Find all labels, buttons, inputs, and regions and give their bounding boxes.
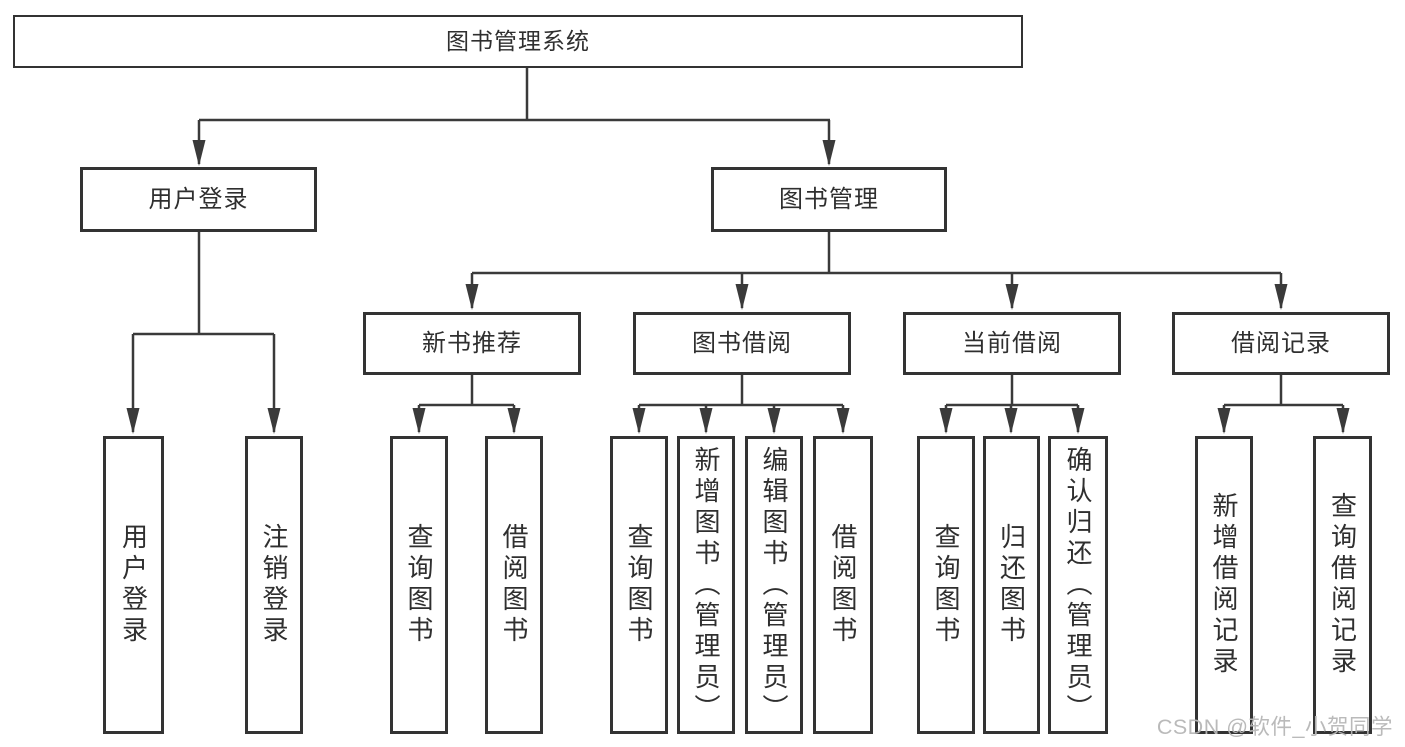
leaf-current-query-books: 查询图书: [917, 436, 975, 734]
leaf-confirm-return-admin: 确认归还（管理员）: [1048, 436, 1108, 734]
leaf-add-borrow-record: 新增借阅记录: [1195, 436, 1253, 734]
node-library-management-system: 图书管理系统: [13, 15, 1023, 68]
leaf-query-borrow-record: 查询借阅记录: [1313, 436, 1372, 734]
node-label: 图书管理: [779, 185, 879, 213]
node-new-book-recommendation: 新书推荐: [363, 312, 581, 375]
leaf-label: 新增借阅记录: [1209, 492, 1239, 678]
leaf-label: 借阅图书: [828, 523, 858, 647]
leaf-label: 查询图书: [931, 523, 961, 647]
leaf-return-books: 归还图书: [983, 436, 1040, 734]
leaf-recommend-borrow-books: 借阅图书: [485, 436, 543, 734]
node-user-login: 用户登录: [80, 167, 317, 232]
leaf-borrowing-query-books: 查询图书: [610, 436, 668, 734]
leaf-label: 用户登录: [118, 523, 149, 647]
leaf-label: 确认归还（管理员）: [1063, 445, 1093, 725]
node-label: 借阅记录: [1231, 329, 1331, 357]
leaf-recommend-query-books: 查询图书: [390, 436, 448, 734]
csdn-watermark: CSDN @软件_小贺同学: [1156, 715, 1393, 739]
leaf-borrowing-borrow-books: 借阅图书: [813, 436, 873, 734]
leaf-user-login: 用户登录: [103, 436, 164, 734]
leaf-logout: 注销登录: [245, 436, 303, 734]
node-book-borrowing: 图书借阅: [633, 312, 851, 375]
leaf-label: 注销登录: [259, 523, 289, 647]
leaf-label: 查询图书: [404, 523, 434, 647]
leaf-label: 查询图书: [624, 523, 654, 647]
node-label: 当前借阅: [962, 329, 1062, 357]
leaf-add-book-admin: 新增图书（管理员）: [677, 436, 735, 734]
leaf-label: 借阅图书: [499, 523, 529, 647]
node-label: 图书管理系统: [446, 28, 590, 54]
leaf-edit-book-admin: 编辑图书（管理员）: [745, 436, 803, 734]
leaf-label: 编辑图书（管理员）: [759, 445, 789, 725]
node-label: 图书借阅: [692, 329, 792, 357]
node-current-borrowing: 当前借阅: [903, 312, 1121, 375]
leaf-label: 新增图书（管理员）: [691, 445, 721, 725]
node-label: 用户登录: [148, 185, 249, 213]
leaf-label: 查询借阅记录: [1327, 492, 1358, 678]
node-book-management: 图书管理: [711, 167, 947, 232]
leaf-label: 归还图书: [996, 523, 1027, 647]
node-borrowing-records: 借阅记录: [1172, 312, 1390, 375]
node-label: 新书推荐: [422, 329, 522, 357]
